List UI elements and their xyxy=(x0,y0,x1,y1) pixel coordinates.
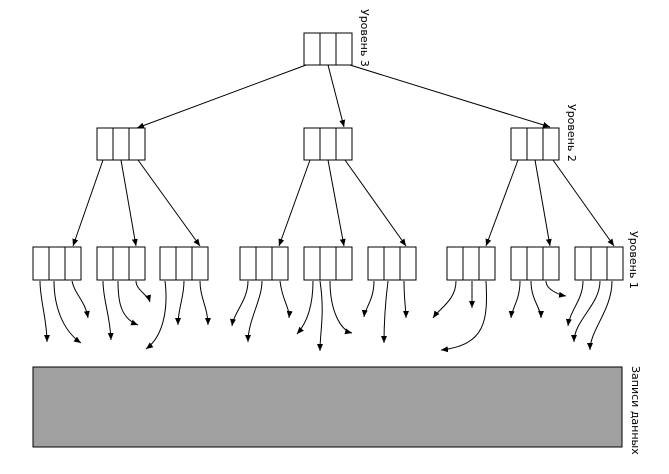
leaf-pointer-arrow xyxy=(381,280,389,344)
level-1-node xyxy=(32,246,82,281)
level-2-node xyxy=(96,127,146,161)
leaf-pointer-arrow xyxy=(329,280,353,335)
level-2-edge xyxy=(534,159,552,247)
leaf-pointer-arrow xyxy=(199,280,211,326)
node-box xyxy=(303,32,353,66)
leaf-pointer-arrow xyxy=(571,280,601,343)
root-edge xyxy=(349,64,551,128)
level-3-label: Уровень 3 xyxy=(358,9,371,67)
level-2-edge xyxy=(552,159,615,247)
tree-edges xyxy=(72,64,615,247)
node-box xyxy=(446,246,496,281)
leaf-pointer-arrow xyxy=(175,280,185,326)
level-2-edge xyxy=(327,159,346,247)
root-node xyxy=(303,32,353,66)
leaf-pointer-arrow xyxy=(565,280,584,327)
level-1-node xyxy=(159,246,209,281)
leaf-pointer-arrow xyxy=(432,280,457,319)
leaf-pointer-arrow xyxy=(245,280,263,343)
node-box xyxy=(303,127,353,161)
level-2-edge xyxy=(120,159,138,247)
leaf-pointer-arrow xyxy=(230,280,249,327)
leaf-pointer-arrow xyxy=(587,280,613,351)
node-box xyxy=(303,246,353,281)
level-1-node xyxy=(367,246,417,281)
root-edge xyxy=(136,64,307,129)
level-1-node xyxy=(446,246,496,281)
level-2-node xyxy=(510,127,560,161)
level-1-label: Уровень 1 xyxy=(627,231,640,289)
node-box xyxy=(239,246,289,281)
node-box xyxy=(159,246,209,281)
leaf-pointer-arrow xyxy=(39,280,50,343)
leaf-pointer-arrow xyxy=(145,280,167,350)
records-label: Записи данных xyxy=(629,366,642,455)
leaf-pointer-arrow xyxy=(102,280,114,341)
leaf-pointer-arrow xyxy=(402,280,409,319)
leaf-pointer-arrow xyxy=(361,280,375,318)
leaf-pointer-arrow xyxy=(135,280,151,303)
leaf-pointer-arrow xyxy=(53,280,82,344)
leaf-pointer-arrow xyxy=(296,280,314,335)
leaf-pointer-arrow xyxy=(545,280,567,298)
node-box xyxy=(32,246,82,281)
node-box xyxy=(367,246,417,281)
leaf-pointer-arrow xyxy=(71,280,90,319)
node-box xyxy=(510,246,560,281)
leaf-pointer-arrow xyxy=(317,280,324,352)
level-2-edge xyxy=(72,159,104,247)
leaf-pointer-arrow xyxy=(279,280,293,319)
leaf-pointer-arrow xyxy=(530,280,544,319)
leaf-pointer-arrow xyxy=(508,280,521,319)
level-2-edge xyxy=(344,159,407,247)
node-box xyxy=(96,127,146,161)
node-box xyxy=(574,246,624,281)
level-2-node xyxy=(303,127,353,161)
level-1-node xyxy=(96,246,146,281)
level-2-label: Уровень 2 xyxy=(565,104,578,162)
level-1-node xyxy=(239,246,289,281)
level-2-edge xyxy=(278,159,311,247)
node-box xyxy=(510,127,560,161)
leaf-pointers xyxy=(39,280,613,353)
level-1-node xyxy=(303,246,353,281)
leaf-pointer-arrow xyxy=(440,280,487,353)
data-records-block xyxy=(32,366,623,448)
level-2-edge xyxy=(137,159,201,247)
level-1-node xyxy=(574,246,624,281)
tree-nodes xyxy=(32,32,624,281)
node-box xyxy=(96,246,146,281)
level-1-node xyxy=(510,246,560,281)
root-edge xyxy=(327,64,346,128)
leaf-pointer-arrow xyxy=(117,280,139,326)
level-2-edge xyxy=(485,159,519,247)
